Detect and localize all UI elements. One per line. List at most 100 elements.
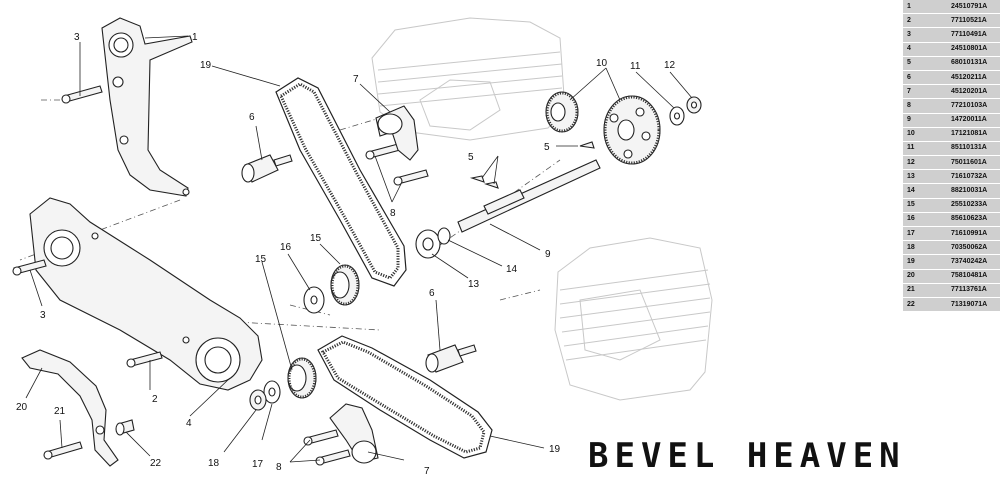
parts-list-ref: 2 <box>903 13 929 29</box>
seal-14 <box>437 227 451 245</box>
woodruff-keys <box>469 141 595 189</box>
lower-belt-cover <box>29 197 263 391</box>
bolts <box>12 85 429 466</box>
spacer-bush <box>115 419 135 436</box>
parts-list-ref: 11 <box>903 141 929 157</box>
callout-4: 4 <box>186 418 192 429</box>
nut-18 <box>249 389 267 411</box>
parts-list-code: 45120211A <box>929 70 1000 86</box>
parts-list-code: 25510233A <box>929 198 1000 213</box>
parts-list-code: 73740242A <box>929 254 1000 270</box>
callout-7a: 7 <box>353 74 359 85</box>
parts-list-code: 75810481A <box>929 269 1000 284</box>
callout-6b: 6 <box>429 288 435 299</box>
washer-13 <box>415 229 441 259</box>
parts-list-code: 71610991A <box>929 226 1000 242</box>
timing-belt-upper <box>275 77 407 287</box>
parts-list-ref: 8 <box>903 98 929 114</box>
parts-list-code: 77110491A <box>929 27 1000 43</box>
callout-7b: 7 <box>424 466 430 477</box>
leader-lines <box>25 35 693 463</box>
parts-list-code: 24510791A <box>929 0 1000 15</box>
parts-list-code: 68010131A <box>929 56 1000 71</box>
callout-19a: 19 <box>200 60 212 71</box>
parts-list-code: 75011601A <box>929 155 1000 171</box>
washer-17 <box>263 380 281 404</box>
callout-16: 16 <box>280 242 292 253</box>
parts-list-ref: 17 <box>903 226 929 242</box>
parts-list-ref: 3 <box>903 27 929 43</box>
callout-8b: 8 <box>276 462 282 473</box>
callout-13: 13 <box>468 279 480 290</box>
callout-5b: 5 <box>544 142 550 153</box>
parts-list-ref: 19 <box>903 254 929 270</box>
nut-12 <box>686 96 702 114</box>
parts-list-code: 17121081A <box>929 127 1000 142</box>
callout-20: 20 <box>16 402 28 413</box>
callout-19b: 19 <box>549 444 561 455</box>
lower-cylinder-outline <box>554 237 713 401</box>
washer-16 <box>303 286 325 314</box>
parts-list-ref: 10 <box>903 127 929 142</box>
parts-list-ref: 20 <box>903 269 929 284</box>
callout-11: 11 <box>630 61 641 72</box>
parts-list-code: 85110131A <box>929 141 1000 157</box>
parts-list-ref: 1 <box>903 0 929 15</box>
callout-5a: 5 <box>468 152 474 163</box>
callout-2: 2 <box>152 394 158 405</box>
parts-list-ref: 16 <box>903 212 929 228</box>
parts-list-code: 77110521A <box>929 13 1000 29</box>
brand-logo-text: BEVEL HEAVEN <box>588 436 906 476</box>
mounting-bracket <box>21 349 119 467</box>
callout-15b: 15 <box>310 233 322 244</box>
callout-18: 18 <box>208 458 220 469</box>
callout-21: 21 <box>54 406 66 417</box>
parts-list-ref: 22 <box>903 297 929 313</box>
callout-8a: 8 <box>390 208 396 219</box>
callout-12: 12 <box>664 60 676 71</box>
callout-15a: 15 <box>255 254 267 265</box>
bevel-gear-small <box>545 91 579 133</box>
pulley-upper <box>330 264 360 306</box>
parts-list-code: 71610732A <box>929 169 1000 185</box>
parts-list-code: 45120201A <box>929 84 1000 100</box>
callout-17: 17 <box>252 459 264 470</box>
parts-list-ref: 14 <box>903 183 929 199</box>
parts-list-code: 88210031A <box>929 183 1000 199</box>
upper-belt-cover <box>101 17 193 197</box>
parts-list-code: 77113761A <box>929 283 1000 298</box>
parts-list-ref: 18 <box>903 240 929 256</box>
callout-22: 22 <box>150 458 162 469</box>
parts-list-ref: 9 <box>903 113 929 128</box>
parts-list-ref: 6 <box>903 70 929 86</box>
parts-list-code: 85610623A <box>929 212 1000 228</box>
parts-list-code: 71319071A <box>929 297 1000 313</box>
callout-14: 14 <box>506 264 518 275</box>
callout-9: 9 <box>545 249 551 260</box>
pulley-lower <box>287 357 317 399</box>
timing-belt-lower <box>317 335 493 459</box>
callout-10: 10 <box>596 58 608 69</box>
parts-list-ref: 13 <box>903 169 929 185</box>
tensioner-lower <box>329 403 379 464</box>
parts-list-code: 24510801A <box>929 42 1000 57</box>
parts-list-ref: 15 <box>903 198 929 213</box>
